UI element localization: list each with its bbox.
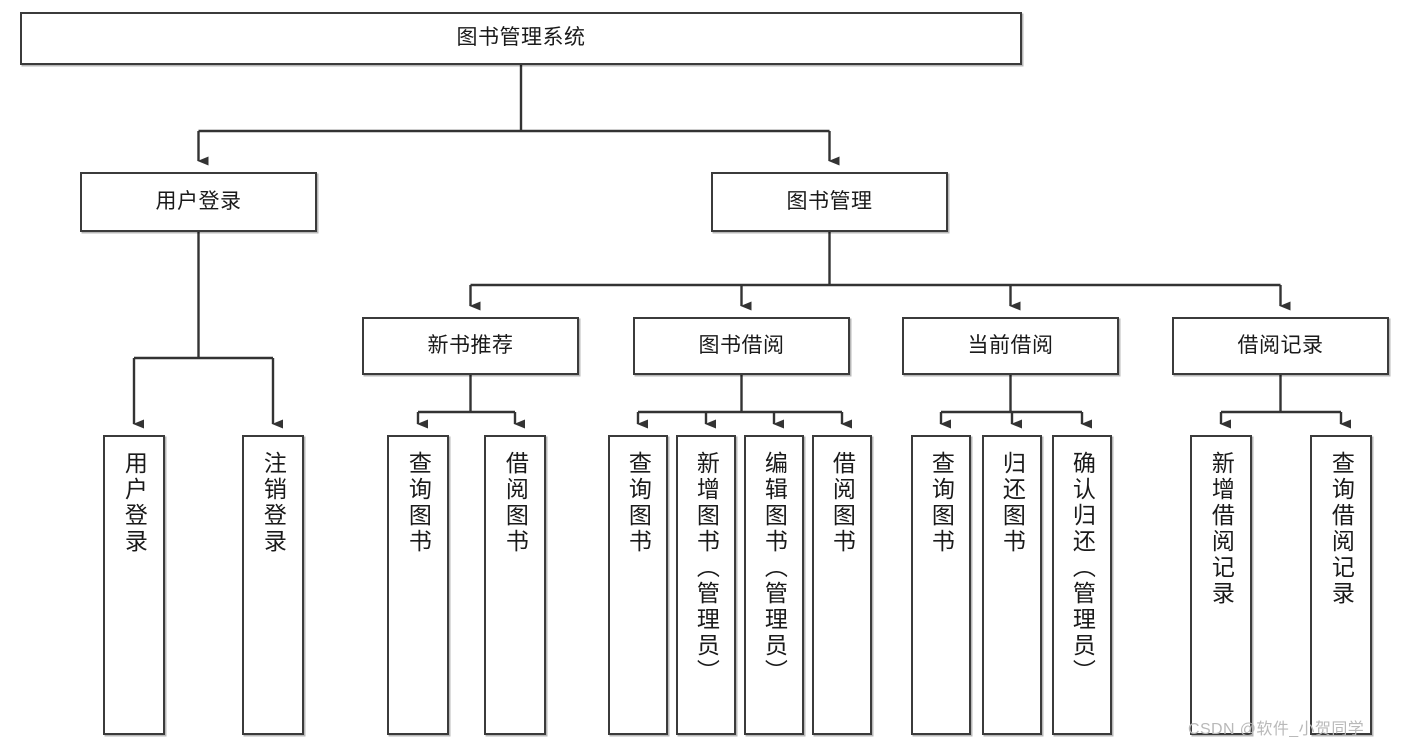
node-leaf-edit-book[interactable]: 编辑图书（管理员） [744, 435, 804, 735]
node-label: 用户登录 [155, 189, 242, 213]
node-label: 当前借阅 [967, 333, 1054, 357]
node-label: 查询图书 [928, 451, 955, 555]
node-label: 新增借阅记录 [1208, 451, 1235, 607]
node-label: 归还图书 [999, 451, 1026, 555]
node-borrow-record[interactable]: 借阅记录 [1172, 317, 1389, 375]
node-label: 新书推荐 [427, 333, 514, 357]
node-label: 图书借阅 [698, 333, 785, 357]
node-new-book-recommend[interactable]: 新书推荐 [362, 317, 579, 375]
watermark-text: CSDN @软件_小贺同学 [1188, 721, 1365, 738]
node-label: 查询图书 [625, 451, 652, 555]
node-label: 借阅记录 [1237, 333, 1324, 357]
node-leaf-borrow-book-1[interactable]: 借阅图书 [484, 435, 546, 735]
node-label: 查询图书 [405, 451, 432, 555]
node-label: 新增图书（管理员） [693, 451, 720, 685]
node-root[interactable]: 图书管理系统 [20, 12, 1022, 65]
node-book-borrow[interactable]: 图书借阅 [633, 317, 850, 375]
node-leaf-user-login[interactable]: 用户登录 [103, 435, 165, 735]
node-label: 借阅图书 [829, 451, 856, 555]
node-leaf-query-book-3[interactable]: 查询图书 [911, 435, 971, 735]
node-leaf-user-logout[interactable]: 注销登录 [242, 435, 304, 735]
node-label: 编辑图书（管理员） [761, 451, 788, 685]
node-leaf-query-record[interactable]: 查询借阅记录 [1310, 435, 1372, 735]
node-leaf-query-book-1[interactable]: 查询图书 [387, 435, 449, 735]
node-label: 查询借阅记录 [1328, 451, 1355, 607]
node-leaf-query-book-2[interactable]: 查询图书 [608, 435, 668, 735]
node-leaf-add-record[interactable]: 新增借阅记录 [1190, 435, 1252, 735]
node-leaf-add-book[interactable]: 新增图书（管理员） [676, 435, 736, 735]
node-label: 图书管理 [786, 189, 873, 213]
node-label: 图书管理系统 [456, 26, 586, 50]
node-current-borrow[interactable]: 当前借阅 [902, 317, 1119, 375]
node-label: 用户登录 [121, 451, 148, 555]
node-leaf-confirm-return[interactable]: 确认归还（管理员） [1052, 435, 1112, 735]
node-user-login[interactable]: 用户登录 [80, 172, 317, 232]
node-book-manage[interactable]: 图书管理 [711, 172, 948, 232]
node-leaf-return-book[interactable]: 归还图书 [982, 435, 1042, 735]
node-label: 注销登录 [260, 451, 287, 555]
node-leaf-borrow-book-2[interactable]: 借阅图书 [812, 435, 872, 735]
connector-group [132, 65, 1351, 429]
node-label: 借阅图书 [502, 451, 529, 555]
node-label: 确认归还（管理员） [1069, 451, 1096, 685]
